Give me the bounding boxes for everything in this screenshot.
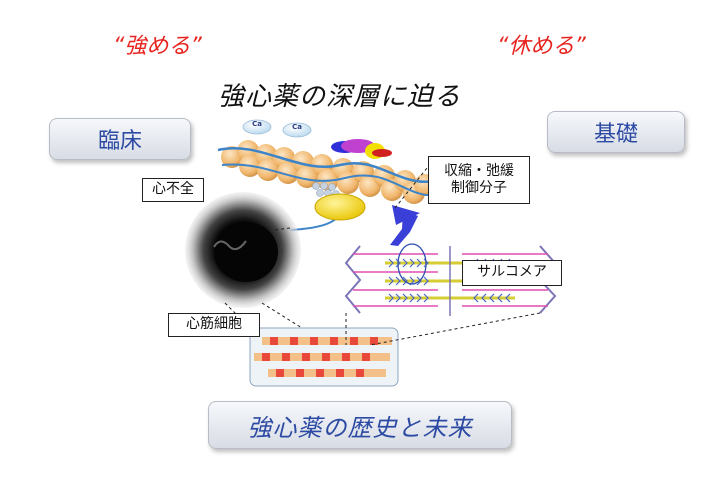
connector-lines — [224, 167, 541, 346]
basic-research-button-label: 基礎 — [593, 122, 638, 147]
sarcomere-label-text: サルコメア — [477, 264, 547, 281]
cardiomyocyte-image — [249, 327, 399, 387]
rest-label: “休める” — [497, 34, 586, 59]
contraction-label-line1: 収縮・弛緩 — [444, 162, 514, 179]
upward-arrow — [390, 205, 420, 246]
clinical-button-label: 臨床 — [97, 129, 142, 154]
strengthen-label: “強める” — [113, 34, 202, 59]
history-and-future-button[interactable]: 強心薬の歴史と未来 — [208, 401, 512, 449]
calcium-ion-label-2: Ca — [292, 123, 302, 131]
contraction-relaxation-label: 収縮・弛緩 制御分子 — [428, 156, 530, 204]
cardiomyocyte-label: 心筋細胞 — [168, 313, 260, 337]
sarcomere-label: サルコメア — [462, 260, 562, 286]
basic-research-button[interactable]: 基礎 — [547, 111, 685, 153]
heart-failure-label-text: 心不全 — [152, 181, 194, 198]
calcium-ion-2 — [282, 122, 312, 138]
calcium-ion-label-1: Ca — [252, 120, 262, 128]
history-and-future-label: 強心薬の歴史と未来 — [247, 413, 473, 442]
page-title: 強心薬の深層に迫る — [218, 82, 462, 112]
myosin-head — [289, 193, 366, 231]
clinical-button[interactable]: 臨床 — [49, 118, 191, 160]
calcium-ion-1 — [242, 119, 272, 135]
heart-failure-label: 心不全 — [142, 178, 204, 202]
contraction-label-line2: 制御分子 — [451, 180, 507, 196]
heart-failure-image — [185, 192, 301, 308]
cardiomyocyte-label-text: 心筋細胞 — [186, 316, 242, 333]
actin-filament — [217, 140, 441, 204]
troponin-complex — [331, 139, 392, 159]
